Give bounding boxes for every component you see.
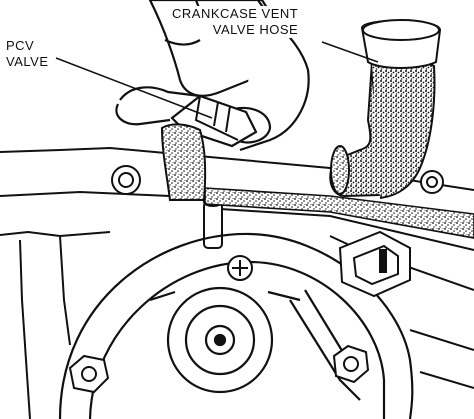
pcv-valve-drawing (160, 94, 258, 249)
callout-leader-lines (55, 41, 379, 119)
pcv-valve-label-line2: VALVE (6, 54, 49, 69)
crankcase-vent-hose-label-line1: CRANKCASE VENT (172, 6, 299, 21)
crankcase-vent-hose-label-line2: VALVE HOSE (212, 22, 299, 37)
bolt-distributor-clamp (227, 255, 253, 281)
crankcase-vent-hose-label: CRANKCASE VENT VALVE HOSE (170, 6, 301, 38)
distributor-housing (58, 232, 414, 419)
bolt-lower-right (332, 344, 370, 384)
bolt-top-left (111, 165, 141, 195)
sensor-connector-drawing (338, 230, 411, 298)
crankcase-vent-hose-drawing (329, 19, 442, 199)
bolt-heads (68, 165, 444, 394)
pcv-valve-leader (55, 57, 213, 119)
valve-cover-gasket (204, 187, 474, 239)
pcv-valve-label: PCV VALVE (4, 38, 51, 70)
bolt-top-right (420, 170, 444, 194)
bolt-lower-left (68, 354, 110, 394)
vent-hose-leader (321, 41, 379, 63)
pcv-valve-label-line1: PCV (6, 38, 35, 53)
